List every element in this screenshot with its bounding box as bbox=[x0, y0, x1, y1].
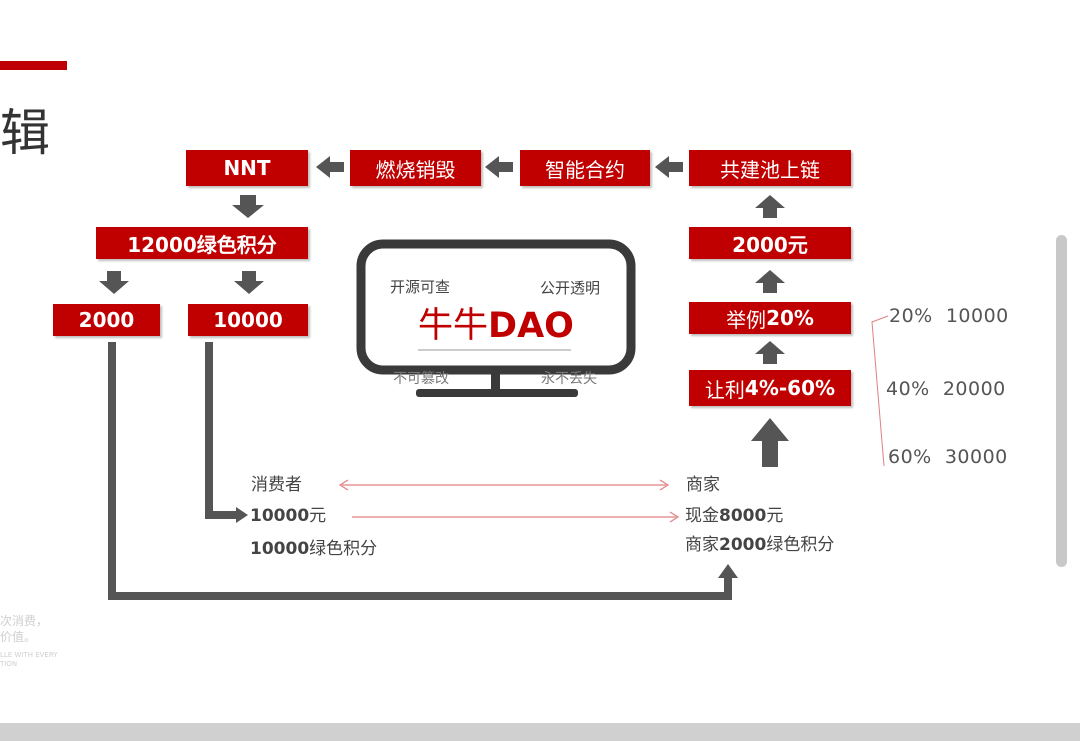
footer-cn-line2: 价值。 bbox=[0, 630, 37, 644]
merchant-cash-unit: 元 bbox=[766, 506, 784, 526]
arrow-up-icon bbox=[755, 270, 785, 293]
merchant-points-num: 2000 bbox=[719, 535, 767, 555]
arrow-left-icon bbox=[316, 156, 344, 178]
footer-en-line2: TION bbox=[0, 660, 18, 668]
header-accent-bar bbox=[0, 61, 67, 70]
merchant-points-unit: 绿色积分 bbox=[766, 535, 835, 555]
monitor-tamper-proof: 不可篡改 bbox=[393, 371, 449, 387]
arrow-down-icon bbox=[232, 195, 264, 218]
example-pct: 60% bbox=[888, 446, 932, 468]
arrow-down-icon bbox=[234, 271, 264, 294]
arrow-right-icon bbox=[236, 507, 248, 523]
merchant-cash: 现金8000元 bbox=[685, 501, 783, 526]
brand-en: DAO bbox=[488, 306, 574, 346]
monitor-open-source: 开源可查 bbox=[390, 278, 451, 296]
footer-en-line1: LLE WITH EVERY bbox=[0, 651, 58, 659]
points-total-box: 12000绿色积分 bbox=[96, 227, 308, 259]
example-pct: 40% bbox=[886, 378, 930, 400]
consumer-payment-num: 10000 bbox=[250, 506, 310, 526]
consumer-points: 10000绿色积分 bbox=[250, 534, 377, 559]
example-pct: 20% bbox=[766, 306, 814, 330]
example-bracket bbox=[871, 315, 889, 467]
pool-chain-box: 共建池上链 bbox=[689, 150, 851, 186]
monitor-never-lost: 永不丢失 bbox=[541, 371, 597, 387]
example-row-1: 20% 10000 bbox=[889, 305, 1009, 327]
profit-range: 4%-60% bbox=[744, 376, 836, 400]
consumer-payment: 10000元 bbox=[250, 501, 326, 526]
merchant-points-prefix: 商家 bbox=[685, 535, 719, 555]
merchant-cash-prefix: 现金 bbox=[685, 506, 719, 526]
consumer-points-num: 10000 bbox=[250, 539, 310, 559]
burn-box: 燃烧销毁 bbox=[350, 150, 481, 186]
example-row-2: 40% 20000 bbox=[886, 378, 1006, 400]
monitor-transparent: 公开透明 bbox=[540, 279, 601, 297]
vertical-scrollbar[interactable] bbox=[1056, 235, 1067, 567]
connector-2000-to-merchant bbox=[108, 342, 732, 600]
split-10000-box: 10000 bbox=[188, 304, 308, 336]
merchant-cash-num: 8000 bbox=[719, 506, 767, 526]
footer-cn-line1: 次消费， bbox=[0, 614, 49, 628]
nnt-box: NNT bbox=[186, 150, 308, 186]
arrow-left-icon bbox=[485, 156, 513, 178]
example-row-3: 60% 30000 bbox=[888, 446, 1008, 468]
slide-title-fragment: 辑 bbox=[0, 104, 50, 162]
arrow-left-icon bbox=[655, 156, 683, 178]
arrow-up-large-icon bbox=[751, 418, 789, 467]
example-value: 20000 bbox=[942, 378, 1006, 400]
amount-2000-box: 2000元 bbox=[689, 227, 851, 259]
example-prefix: 举例 bbox=[726, 307, 767, 332]
example-value: 10000 bbox=[945, 305, 1009, 327]
bottom-bar bbox=[0, 723, 1080, 741]
arrow-down-icon bbox=[99, 271, 129, 294]
split-2000-box: 2000 bbox=[53, 304, 160, 336]
connector-10000-to-payment bbox=[205, 342, 238, 519]
consumer-points-unit: 绿色积分 bbox=[309, 539, 378, 559]
example-pct: 20% bbox=[889, 305, 933, 327]
merchant-label: 商家 bbox=[686, 475, 720, 495]
smart-contract-box: 智能合约 bbox=[520, 150, 650, 186]
arrow-up-icon bbox=[755, 341, 785, 364]
arrow-up-icon bbox=[718, 564, 738, 578]
arrow-up-icon bbox=[755, 195, 785, 218]
consumer-payment-unit: 元 bbox=[309, 506, 327, 526]
consumer-label: 消费者 bbox=[251, 475, 302, 495]
merchant-points: 商家2000绿色积分 bbox=[685, 530, 834, 555]
monitor-graphic bbox=[356, 239, 636, 397]
brand-cn: 牛牛 bbox=[418, 306, 489, 346]
profit-prefix: 让利 bbox=[704, 377, 745, 402]
example-value: 30000 bbox=[944, 446, 1008, 468]
monitor-brand: 牛牛DAO bbox=[418, 309, 574, 344]
